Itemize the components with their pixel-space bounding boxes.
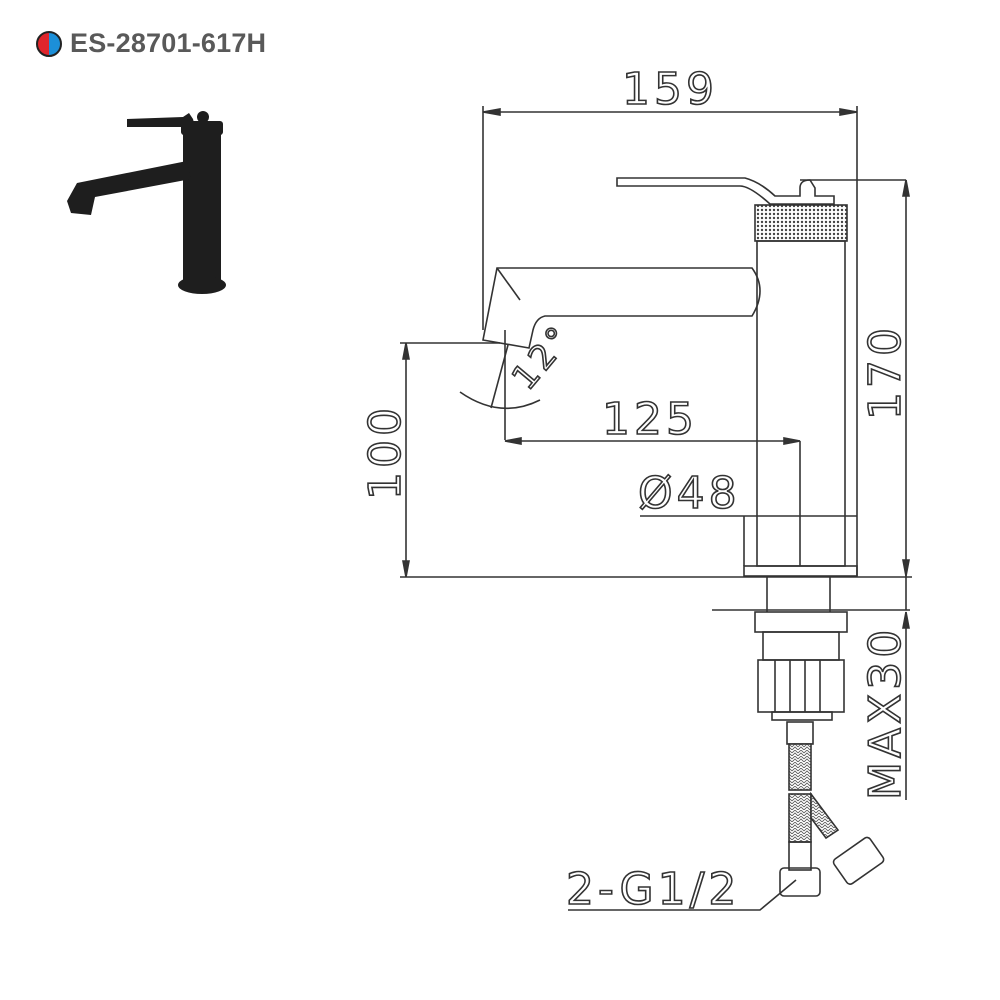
dim-spout-angle: 12° (504, 317, 581, 398)
dim-spout-reach: 125 (602, 394, 698, 445)
product-photo (67, 111, 226, 294)
dim-overall-height: 170 (860, 324, 911, 420)
dim-connection: 2-G1/2 (566, 864, 740, 915)
dim-spout-height: 100 (360, 404, 411, 500)
dim-body-diameter: Ø48 (638, 468, 741, 519)
hot-cold-indicator-icon (36, 30, 62, 57)
dim-overall-width: 159 (622, 64, 718, 115)
dim-max-deck-thickness: MAX30 (860, 626, 911, 800)
model-code: ES-28701-617H (70, 28, 267, 58)
header: ES-28701-617H (36, 28, 266, 59)
